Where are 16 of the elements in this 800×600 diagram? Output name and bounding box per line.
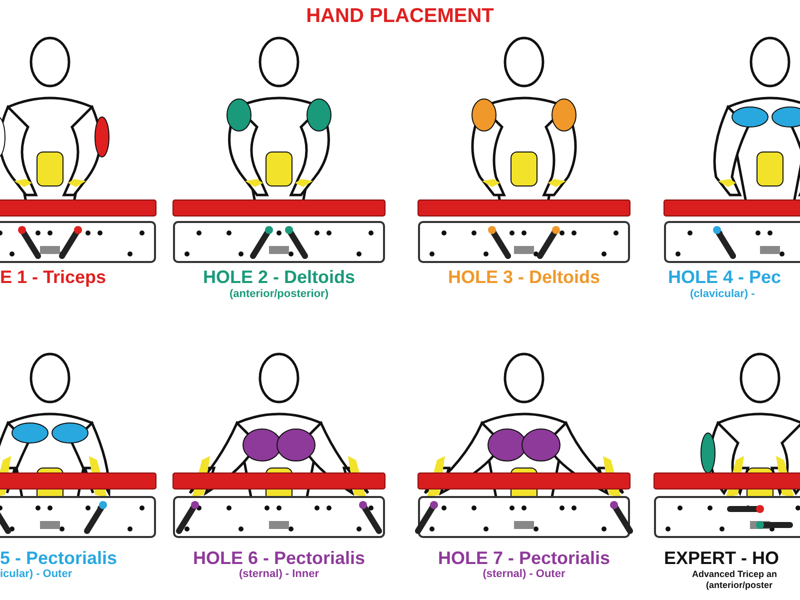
muscle-note: icular) - Outer — [0, 569, 72, 580]
muscle-note: (sternal) - Inner — [238, 569, 320, 580]
muscle-note: (anterior/posterior) — [228, 289, 330, 300]
hole-caption: HOLE 2 - Deltoids — [202, 268, 356, 286]
muscle-note: (sternal) - Outer — [482, 569, 566, 580]
hole-caption: HOLE 4 - Pec — [668, 268, 782, 286]
muscle-note: (anterior/poster — [706, 581, 773, 590]
hole-caption: 5 - Pectorialis — [0, 549, 118, 567]
title: HAND PLACEMENT — [305, 6, 495, 26]
muscle-note: Advanced Tricep an — [692, 570, 778, 579]
hole-caption: E 1 - Triceps — [0, 268, 106, 286]
hole-caption: HOLE 7 - Pectorialis — [436, 549, 612, 567]
hole-caption: EXPERT - HO — [664, 549, 780, 567]
hole-caption: HOLE 6 - Pectorialis — [192, 549, 366, 567]
hole-caption: HOLE 3 - Deltoids — [446, 268, 601, 286]
muscle-note: (clavicular) - — [690, 289, 755, 300]
